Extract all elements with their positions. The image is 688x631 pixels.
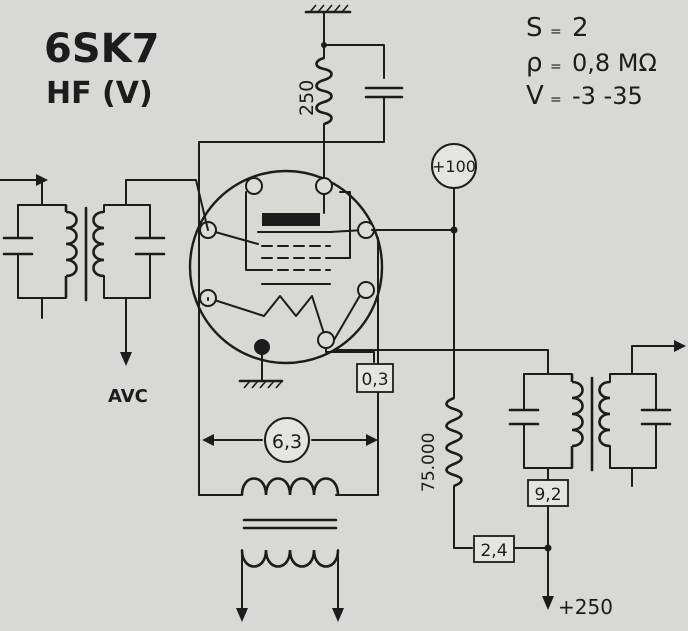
wire: [323, 44, 385, 79]
output-wire: [631, 345, 677, 375]
output-primary-coil-icon: [570, 374, 584, 468]
param-symbol: S: [526, 13, 543, 43]
param-value: 2: [572, 13, 589, 43]
wire: [103, 204, 151, 299]
dim-arrow-icon: [366, 434, 378, 446]
output-arrow-icon: [674, 340, 686, 352]
tube-function-label: HF (V): [46, 76, 153, 111]
param-symbol: V: [526, 81, 544, 111]
power-transformer-core: [242, 518, 338, 530]
output-capacitor-icon: [640, 408, 672, 426]
resistor-75000-icon: [445, 396, 463, 488]
tube-envelope: [188, 169, 384, 365]
bypass-capacitor-icon: [364, 86, 404, 99]
tube-params: S = 2 ρ = 0,8 MΩ V = -3 -35: [526, 13, 657, 111]
tube-type-label: 6SK7: [44, 26, 159, 72]
filament-voltage-circle: [264, 417, 310, 463]
resistor-250-icon: [315, 56, 333, 126]
param-eq: =: [550, 59, 562, 75]
primary-coil-icon: [64, 205, 78, 298]
plate-wire: [333, 349, 549, 375]
screen-current-label: 2,4: [480, 541, 507, 561]
filament-voltage-label: 6,3: [272, 431, 302, 453]
top-ground-icon: [304, 4, 352, 14]
filament-winding-icon: [240, 477, 340, 496]
wire: [323, 96, 385, 143]
grid-wire: [125, 179, 209, 231]
param-value: -3 -35: [572, 82, 643, 110]
supply-voltage-label: +250: [558, 595, 613, 619]
plate-current-box: [527, 479, 569, 507]
wire: [325, 347, 375, 363]
tube-pins: [199, 177, 375, 355]
wire: [241, 549, 339, 611]
param-symbol: ρ: [526, 48, 543, 78]
plate-current-label: 9,2: [534, 485, 561, 505]
key-pin: [254, 339, 270, 355]
plate-resistor-label: 250: [296, 80, 318, 116]
plate-tuning-capacitor-icon: [508, 408, 540, 426]
wire: [453, 485, 473, 549]
wire: [609, 373, 657, 469]
param-eq: =: [550, 24, 562, 40]
mains-arrow-icon: [236, 608, 248, 622]
cathode-current-box: [356, 363, 394, 393]
param-eq: =: [550, 92, 562, 108]
wire: [523, 373, 573, 469]
supply-arrow-icon: [542, 596, 554, 610]
avc-label: AVC: [108, 386, 148, 407]
output-secondary-coil-icon: [598, 380, 611, 448]
cathode-current-label: 0,3: [361, 370, 388, 390]
avc-arrow-icon: [120, 352, 132, 366]
mains-winding-icon: [240, 549, 340, 568]
input-capacitor-icon: [2, 236, 34, 256]
wire: [17, 204, 67, 299]
secondary-coil-icon: [92, 210, 105, 278]
dim-arrow-icon: [202, 434, 214, 446]
cathode-ground-icon: [238, 379, 284, 389]
mains-arrow-icon: [332, 608, 344, 622]
param-value: 0,8 MΩ: [572, 49, 657, 77]
screen-resistor-label: 75.000: [419, 433, 439, 492]
tuning-capacitor-icon: [134, 236, 166, 256]
tube-electrodes: [207, 181, 365, 341]
screen-voltage-label: +100: [432, 157, 476, 176]
